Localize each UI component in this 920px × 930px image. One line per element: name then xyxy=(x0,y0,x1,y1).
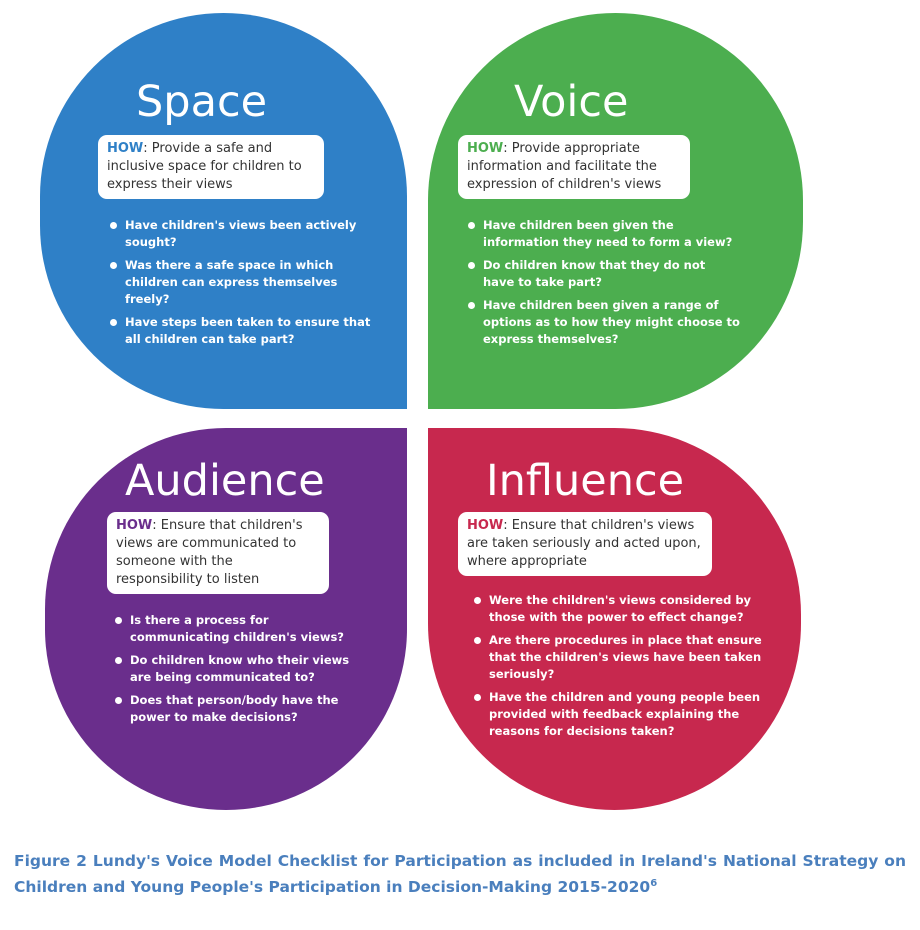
quadrant-title: Space xyxy=(136,77,268,127)
bullet-dot-icon xyxy=(110,262,117,269)
how-box: HOW: Ensure that children's views are co… xyxy=(107,512,329,594)
list-item: Are there procedures in place that ensur… xyxy=(474,632,770,683)
how-label: HOW xyxy=(467,141,504,156)
bullet-list: Have children's views been actively soug… xyxy=(110,217,378,354)
bullet-dot-icon xyxy=(115,617,122,624)
how-box: HOW: Provide a safe and inclusive space … xyxy=(98,135,324,199)
quadrant-title: Audience xyxy=(125,456,325,506)
bullet-dot-icon xyxy=(468,262,475,269)
caption-text: Figure 2 Lundy's Voice Model Checklist f… xyxy=(14,852,906,896)
bullet-list: Is there a process for communicating chi… xyxy=(115,612,365,732)
list-item: Was there a safe space in which children… xyxy=(110,257,378,308)
bullet-list: Were the children's views considered by … xyxy=(474,592,770,746)
bullet-dot-icon xyxy=(474,637,481,644)
quadrant-influence: Influence HOW: Ensure that children's vi… xyxy=(428,428,801,810)
bullet-dot-icon xyxy=(115,697,122,704)
quadrant-space: Space HOW: Provide a safe and inclusive … xyxy=(40,13,407,409)
bullet-dot-icon xyxy=(110,222,117,229)
figure-caption: Figure 2 Lundy's Voice Model Checklist f… xyxy=(14,848,906,900)
how-box: HOW: Provide appropriate information and… xyxy=(458,135,690,199)
bullet-dot-icon xyxy=(115,657,122,664)
how-text: : Provide appropriate information and fa… xyxy=(467,141,662,192)
quadrant-title: Influence xyxy=(486,456,685,506)
quadrant-audience: Audience HOW: Ensure that children's vie… xyxy=(45,428,407,810)
list-item: Have children been given the information… xyxy=(468,217,740,251)
how-label: HOW xyxy=(116,518,153,533)
quadrant-voice: Voice HOW: Provide appropriate informati… xyxy=(428,13,803,409)
how-label: HOW xyxy=(467,518,504,533)
bullet-dot-icon xyxy=(110,319,117,326)
list-item: Were the children's views considered by … xyxy=(474,592,770,626)
list-item: Have the children and young people been … xyxy=(474,689,770,740)
bullet-dot-icon xyxy=(468,302,475,309)
list-item: Do children know who their views are bei… xyxy=(115,652,365,686)
list-item: Is there a process for communicating chi… xyxy=(115,612,365,646)
list-item: Have children's views been actively soug… xyxy=(110,217,378,251)
caption-footnote-ref: 6 xyxy=(650,877,658,889)
list-item: Have children been given a range of opti… xyxy=(468,297,740,348)
bullet-dot-icon xyxy=(474,597,481,604)
how-label: HOW xyxy=(107,141,144,156)
list-item: Does that person/body have the power to … xyxy=(115,692,365,726)
how-text: : Provide a safe and inclusive space for… xyxy=(107,141,302,192)
list-item: Have steps been taken to ensure that all… xyxy=(110,314,378,348)
bullet-list: Have children been given the information… xyxy=(468,217,740,354)
list-item: Do children know that they do not have t… xyxy=(468,257,740,291)
how-text: : Ensure that children's views are taken… xyxy=(467,518,701,569)
quadrant-title: Voice xyxy=(514,77,629,127)
how-box: HOW: Ensure that children's views are ta… xyxy=(458,512,712,576)
how-text: : Ensure that children's views are commu… xyxy=(116,518,303,587)
bullet-dot-icon xyxy=(474,694,481,701)
bullet-dot-icon xyxy=(468,222,475,229)
